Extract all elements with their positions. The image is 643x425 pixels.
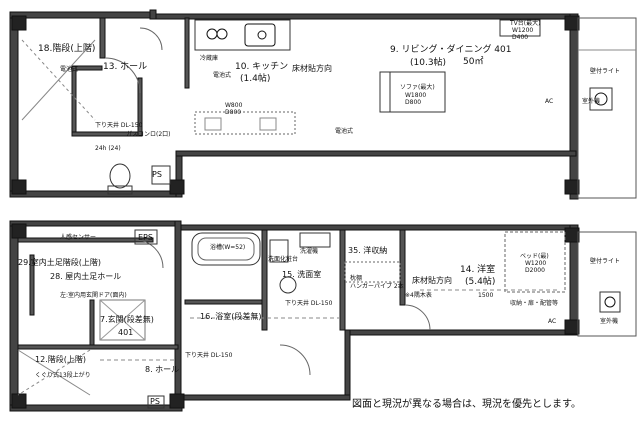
table-d: D800 (225, 109, 242, 116)
sofa-w: W1800 (405, 92, 427, 99)
room-living-area: 50㎡ (463, 57, 484, 67)
ps-label-upper: PS (152, 170, 162, 179)
downlight-lower-2: 下り天井 DL-150 (185, 352, 233, 359)
fridge-label: 冷蔵庫 (200, 55, 219, 62)
door-note: 左:室内用玄関ドア(面内) (60, 292, 127, 299)
sofa-d: D800 (405, 99, 422, 106)
board-label-2: ハンガーパイプ 2本 (350, 283, 404, 290)
tv-w: W1200 (512, 27, 534, 34)
lower-floor-walls (9, 220, 637, 412)
stairs-note: くぐり式13段上がり (35, 372, 91, 379)
bed-label: ベッド(最) (520, 253, 549, 260)
eps-label: EPS (138, 233, 153, 242)
room-living-size: (10.3帖) (410, 58, 447, 68)
room-entrance: 7.玄関(段差無) (100, 315, 154, 324)
room-closet: 35. 洋収納 (348, 246, 388, 255)
upper-floor-walls (9, 9, 637, 200)
mirror-label: 洗面化粧台 (268, 256, 299, 263)
spot-label-upper: 壁付ライト (590, 68, 621, 75)
room-entrance-num: 401 (118, 328, 134, 337)
room-entrance-hall-up: 29.室内土足階段(上階) (18, 258, 101, 267)
room-stairs-lower: 12.階段(上階) (35, 355, 86, 364)
balcony-label-upper: 室外機 (582, 98, 601, 105)
cabinet-label: 収納・扉・配管等 (510, 300, 559, 307)
meter-label-3: 電池式 (335, 128, 354, 135)
room-washroom: 15. 洗面室 (282, 270, 322, 279)
room-stairs-up: 18.階段(上階) (38, 44, 96, 54)
pipe-label: ※4隅木表 (405, 292, 432, 299)
room-bedroom: 14. 洋室 (460, 265, 496, 275)
room-hall-lower: 8. ホール (145, 365, 180, 374)
footnote: 図面と現況が異なる場合は、現況を優先とします。 (352, 399, 581, 410)
sofa-label: ソファ(最大) (400, 84, 435, 91)
balcony-label-lower: 室外機 (600, 318, 619, 325)
ac-label-lower: AC (548, 318, 557, 325)
room-bedroom-size: (5.4帖) (465, 277, 496, 287)
spot-label-lower: 壁付ライト (590, 258, 621, 265)
pipe-label-2: 1500 (478, 292, 494, 299)
shoe-label: 24h (24) (95, 145, 121, 152)
floor-direction-lower: 床材貼方向 (412, 276, 452, 285)
room-bath: 16. 浴室(段差無) (200, 312, 262, 321)
tv-d: D400 (512, 34, 529, 41)
board-label: 枕棚 (350, 275, 363, 282)
meter-label-2: 電池式 (213, 72, 232, 79)
bed-w: W1200 (525, 260, 547, 267)
meter-label: 電池式 (60, 66, 79, 73)
room-entrance-hall: 28. 屋内土足ホール (50, 272, 122, 281)
range-label: ガスコンロ(2口) (126, 131, 171, 138)
ps-label-lower: PS (150, 397, 160, 406)
table-w: W800 (225, 102, 243, 109)
room-kitchen-size: (1.4帖) (240, 74, 271, 84)
room-living: 9. リビング・ダイニング 401 (390, 45, 512, 55)
washer-label: 洗濯機 (300, 248, 319, 255)
downlight-upper: 下り天井 DL-150 (95, 122, 143, 129)
floor-direction-upper: 床材貼方向 (292, 64, 332, 73)
downlight-lower-1: 下り天井 DL-150 (285, 300, 333, 307)
bed-d: D2000 (525, 267, 545, 274)
tub-label: 浴槽(W=52) (210, 244, 246, 251)
ac-label-upper: AC (545, 98, 554, 105)
room-hall-upper: 13. ホール (103, 62, 148, 72)
tv-label: TV台(最大) (510, 20, 541, 27)
room-kitchen: 10. キッチン (235, 62, 289, 72)
sensor-label: 人感センサー (60, 234, 97, 241)
